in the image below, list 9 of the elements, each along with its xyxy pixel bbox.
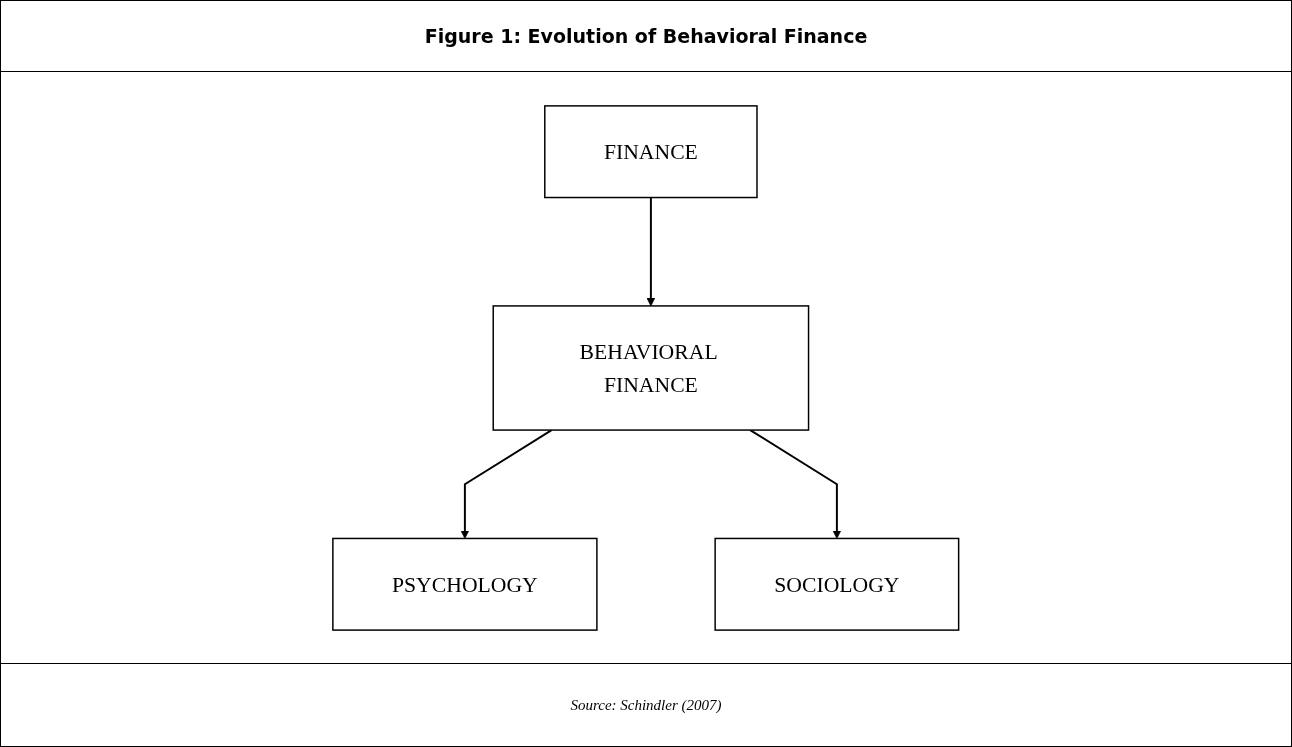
- node-box: PSYCHOLOGY: [332, 537, 598, 631]
- node-box: SOCIOLOGY: [714, 537, 960, 631]
- figure-title: Figure 1: Evolution of Behavioral Finance: [424, 25, 868, 47]
- arrow: [749, 428, 842, 539]
- arrow: [460, 428, 553, 539]
- node-box: FINANCE: [544, 104, 758, 198]
- node-box: BEHAVIORAL FINANCE: [492, 304, 810, 431]
- source-caption: Source: Schindler (2007): [570, 696, 722, 714]
- arrow: [646, 196, 656, 306]
